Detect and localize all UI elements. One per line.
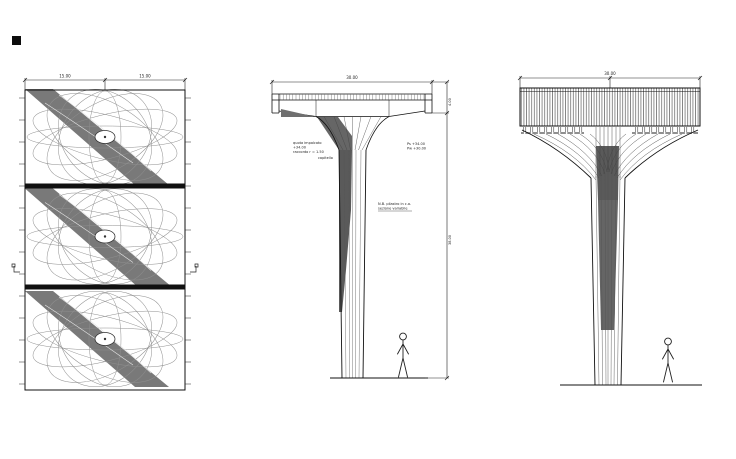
svg-text:quota impalcato: quota impalcato [293,141,322,145]
plan-bay-divider-1 [25,183,185,189]
section-dim-height-label: 38.00 [448,235,452,245]
plan-view: 15.00 15.00 [11,69,199,407]
svg-text:Ps +34.00: Ps +34.00 [407,142,425,146]
front-dim-span-label: 30.00 [604,71,616,76]
plan-dimension-line [22,77,188,90]
svg-text:capitello: capitello [318,156,333,160]
shaft-ribs [343,149,362,379]
shaft-shade [339,150,352,312]
plan-edge-ticks-right [185,97,191,385]
front-shaft-ribs [595,172,621,386]
deck-slab-hatch [280,94,424,100]
plan-edge-ticks-left [19,97,25,385]
transition-curves [521,129,699,179]
front-elevation-view: 30.00 [517,71,703,386]
section-notes-mid: N.B. pilastro in c.a. sezione variabile [378,202,412,212]
svg-text:Pw +30.00: Pw +30.00 [407,147,426,151]
deck-soffit-shade [281,109,316,117]
plan-dim-label-right: 15.00 [139,74,151,79]
canopy-dentils-left [521,127,584,134]
section-notes-right: Ps +34.00 Pw +30.00 [407,142,426,151]
shaft-outline [338,149,367,379]
section-notes-left: quota impalcato +34.00 raccordo r = 1.50… [293,141,333,160]
canopy-outline [519,87,701,127]
capital-outline [315,116,390,151]
canopy-dentils-right [632,127,698,134]
plan-bay-rosette-3 [24,271,184,407]
legend-square [12,36,21,45]
capital-shade [317,117,352,150]
scale-figure-front [662,337,674,383]
transition-fan-ribs [533,127,683,181]
capital-fan-ribs [323,116,382,151]
plan-bay-divider-2 [25,284,185,290]
svg-text:N.B. pilastro in c.a.: N.B. pilastro in c.a. [378,202,411,206]
section-dim-height [425,79,450,381]
front-shaft-outline [590,177,626,386]
svg-text:raccordo r = 1.50: raccordo r = 1.50 [293,150,324,154]
plan-dim-label-left: 15.00 [59,74,71,79]
section-dim-top [269,79,449,94]
section-marker-right [190,263,199,273]
svg-text:+34.00: +34.00 [293,146,306,150]
svg-text:sezione variabile: sezione variabile [378,207,408,211]
plan-bay-rosette-2 [24,169,184,304]
section-dim-span-label: 30.00 [346,75,358,80]
section-dim-deck-label: 4.00 [448,98,452,106]
front-dim-top [517,75,703,88]
scale-figure-section [397,332,409,378]
plan-outline [24,89,186,391]
section-elevation-view: 30.00 4.00 38.00 quota [269,75,452,381]
canopy-hatch [520,88,700,126]
section-marker-left [11,263,20,273]
